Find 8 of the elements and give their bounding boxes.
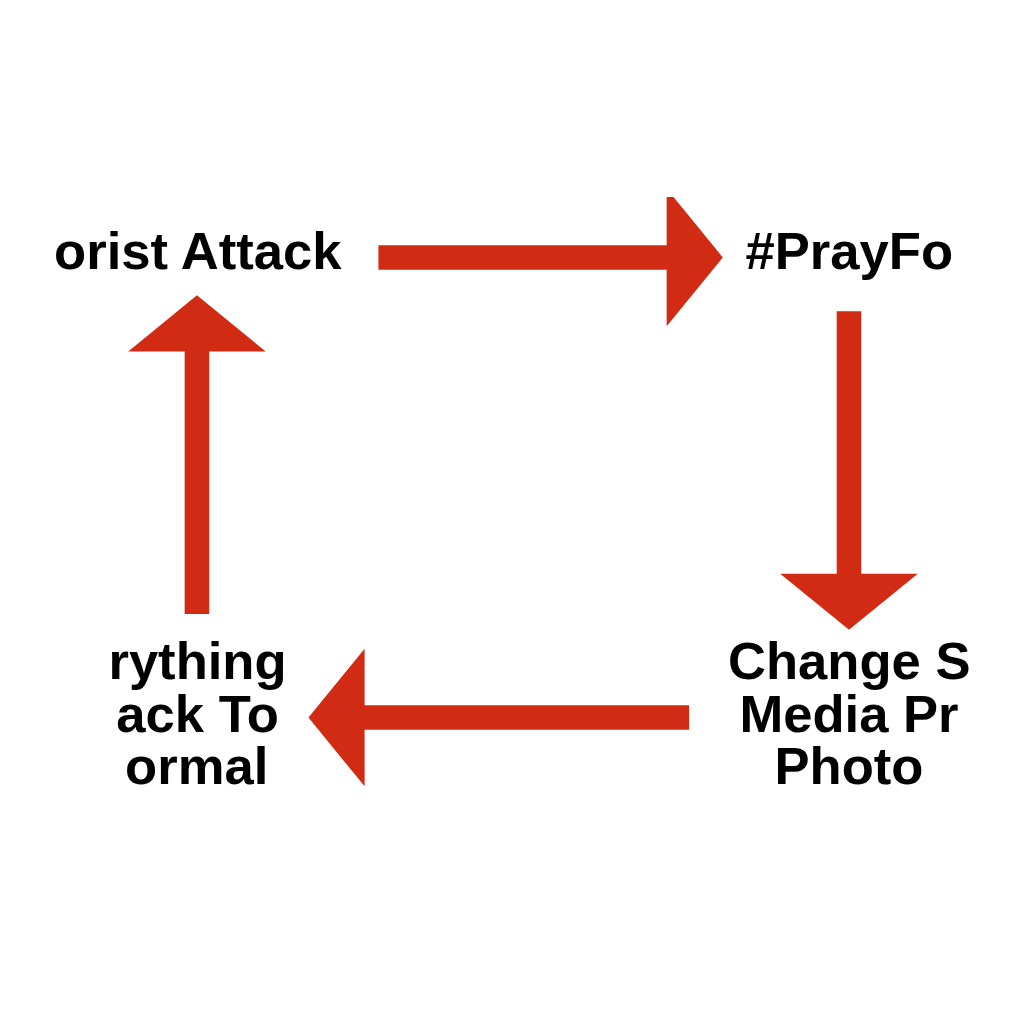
node-text: orist Attack <box>54 220 342 280</box>
node-text: rything ack To ormal <box>108 630 287 795</box>
arrow <box>128 294 266 614</box>
node-text: Change S Media Pr Photo <box>728 630 971 795</box>
arrow <box>378 196 723 326</box>
node-text: #PrayFo <box>745 220 954 280</box>
arrow <box>308 648 690 786</box>
arrow <box>780 310 918 630</box>
